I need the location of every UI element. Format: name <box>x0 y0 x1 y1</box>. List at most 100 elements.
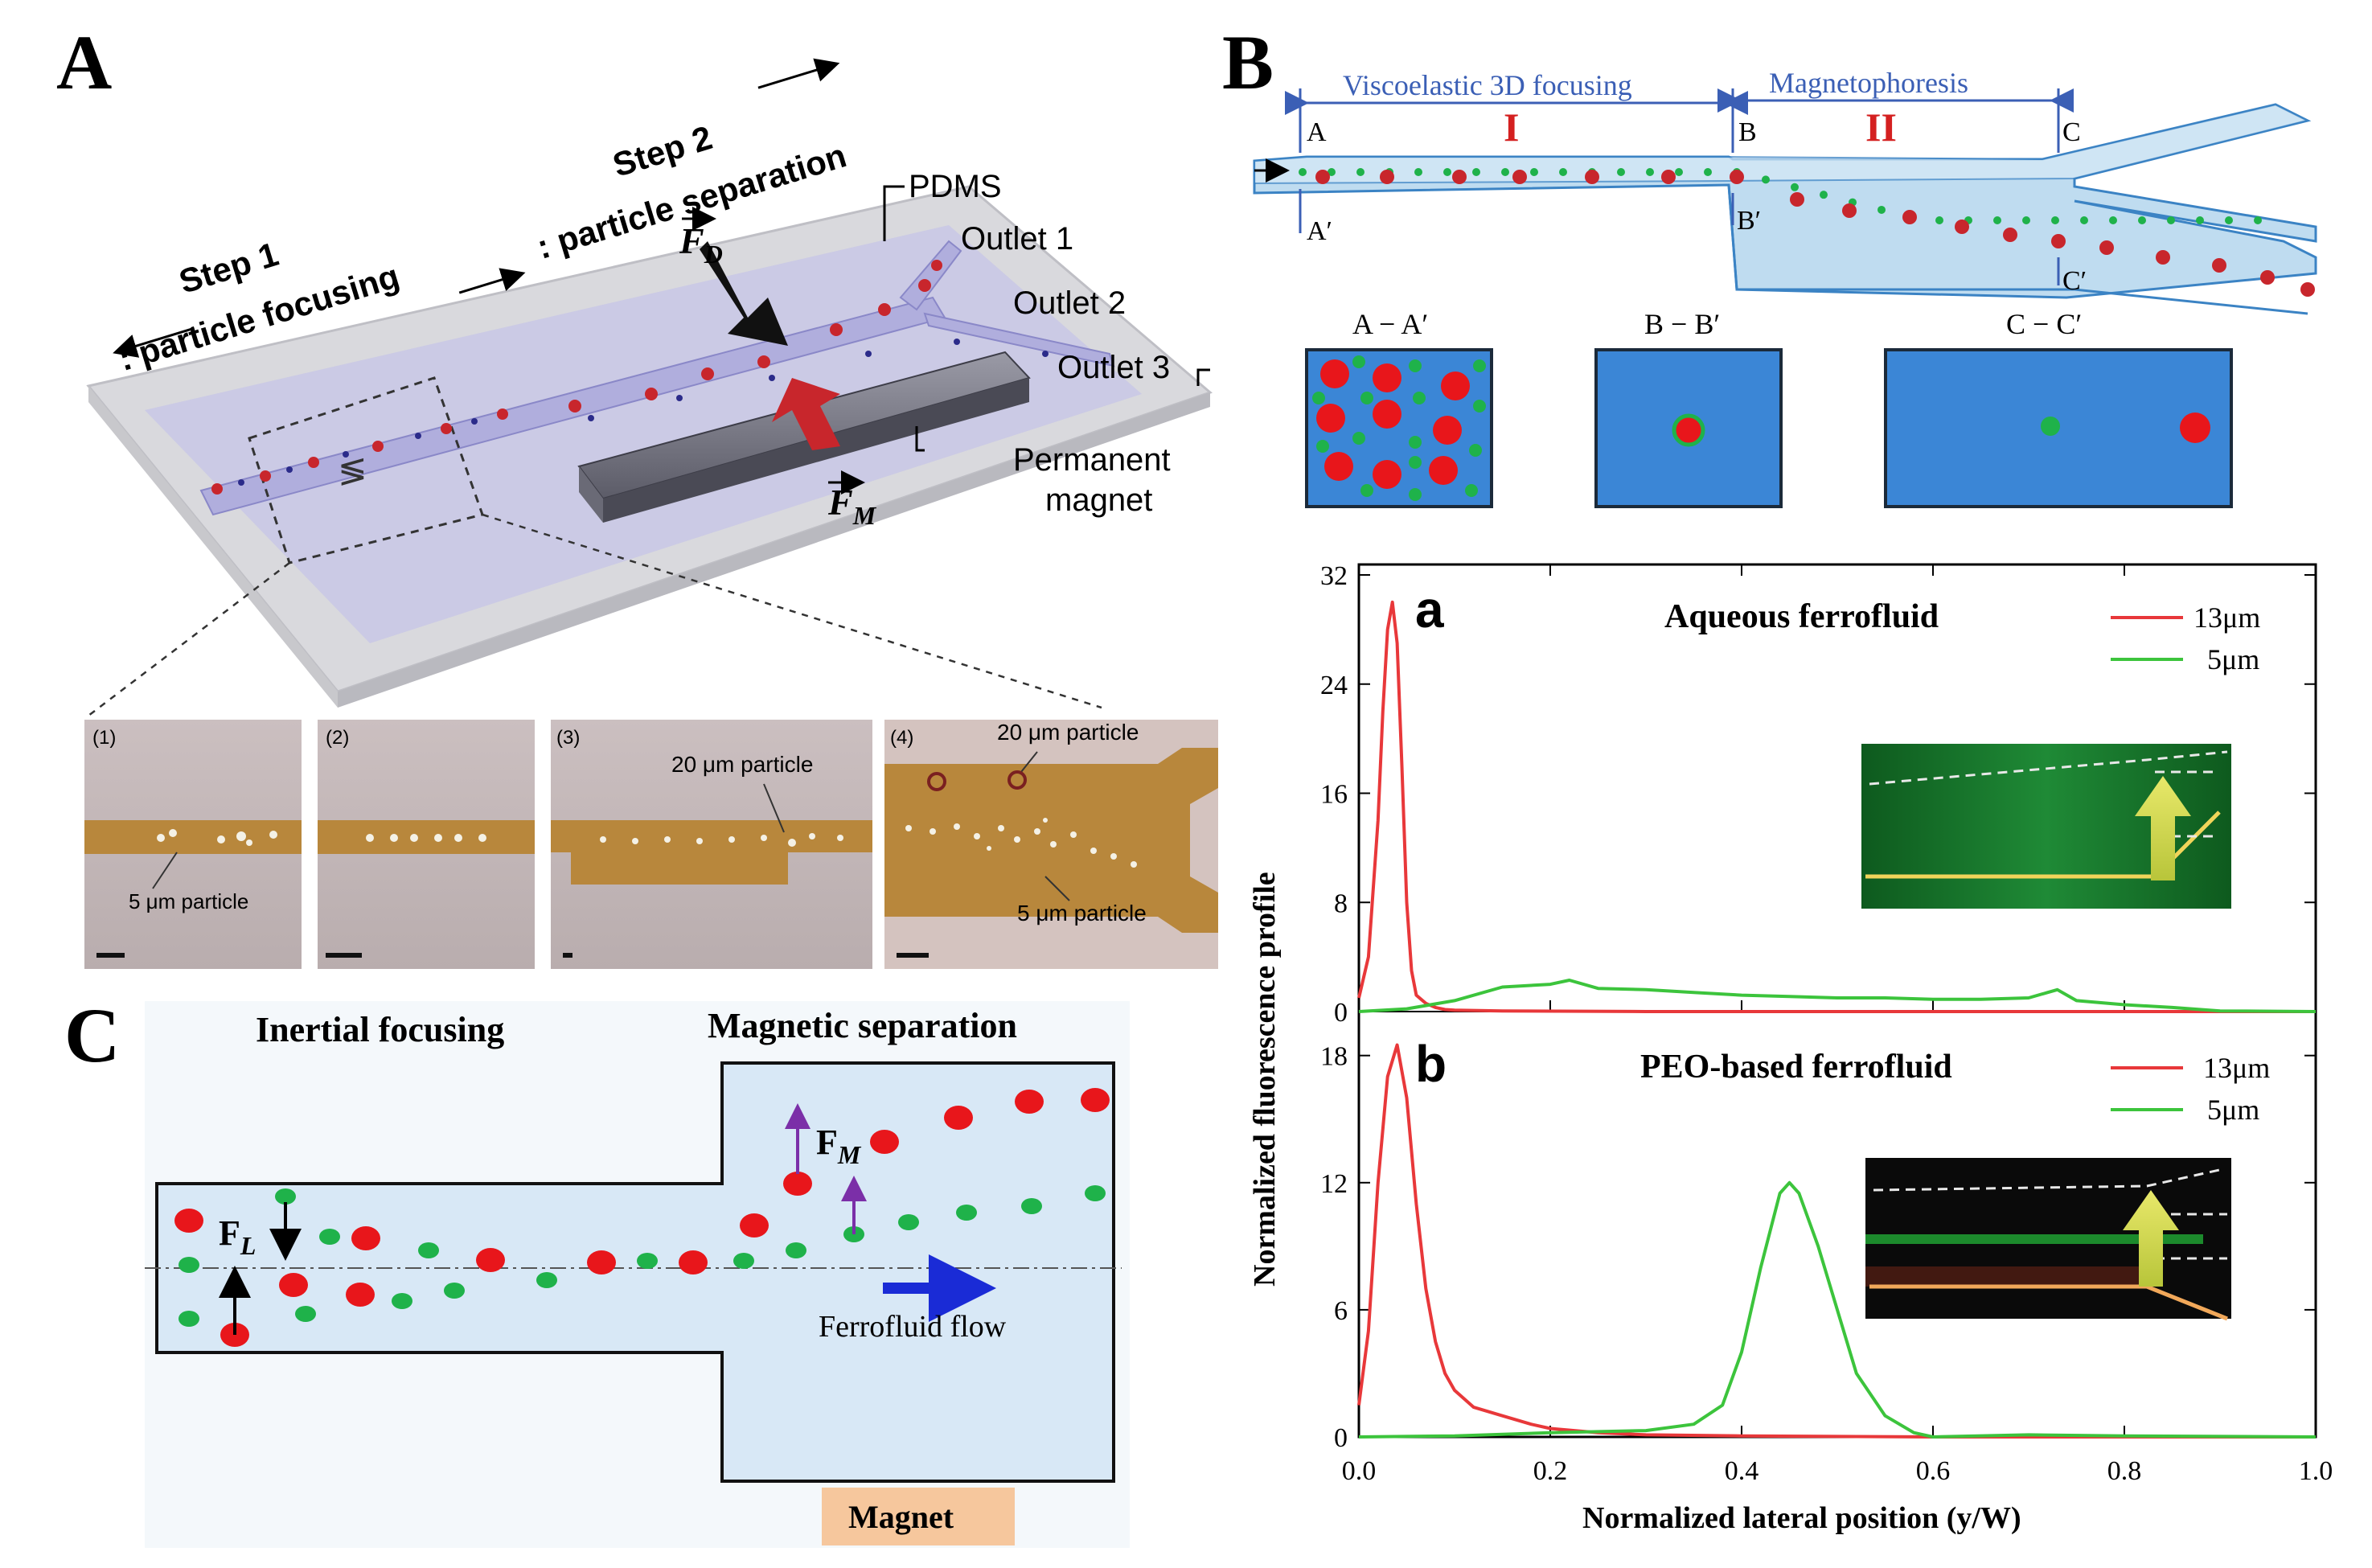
y-tick-label: 16 <box>1320 780 1348 810</box>
photo-2-particles <box>366 834 486 842</box>
green-particle <box>1443 168 1451 176</box>
red-particle <box>1373 460 1401 489</box>
red-particle <box>1661 170 1676 184</box>
y-tick-label: 24 <box>1320 671 1348 700</box>
photo-1-particles <box>157 829 277 846</box>
red-particle <box>645 388 658 400</box>
red-particle <box>757 355 770 368</box>
green-particle <box>536 1272 557 1288</box>
red-particle <box>878 303 891 316</box>
green-particle <box>1352 432 1365 445</box>
panel-b: B Viscoelastic 3D focusing Magnetophores… <box>1222 19 2333 1535</box>
step2-title: Step 2 <box>609 118 716 184</box>
green-particle <box>1646 168 1654 176</box>
point-a2-label: A′ <box>1307 216 1332 246</box>
scale-bar <box>326 953 362 958</box>
green-particle <box>319 1229 340 1245</box>
chart-a-title: Aqueous ferrofluid <box>1664 598 1939 635</box>
series-line-13μm <box>1357 600 2316 1013</box>
red-particle <box>783 1172 812 1196</box>
inset-aqueous <box>1861 744 2231 909</box>
outlet-3-channel <box>923 312 1115 367</box>
green-particle <box>1328 168 1336 176</box>
large-particle-ring <box>927 772 946 791</box>
photo-1-channel <box>84 820 302 854</box>
photo-4-leader-1 <box>1020 751 1038 773</box>
lift-force-label: FL <box>219 1213 256 1260</box>
red-particle <box>944 1106 973 1130</box>
chart-lines <box>1357 600 2317 1439</box>
green-particle <box>1617 168 1625 176</box>
red-particle <box>2156 250 2170 265</box>
inset-peo <box>1865 1158 2231 1321</box>
red-particle <box>260 470 271 482</box>
red-particle <box>1842 203 1857 218</box>
green-particle <box>1935 216 1943 224</box>
green-particle <box>179 1311 199 1327</box>
y-tick-label: 0 <box>1334 1423 1348 1453</box>
red-particle <box>1585 170 1599 184</box>
red-particle <box>1324 452 1353 481</box>
y-tick-label: 0 <box>1334 998 1348 1028</box>
photo-3-label: 20 μm particle <box>671 752 813 777</box>
red-particle <box>568 400 581 413</box>
magnetic-force-arrow <box>772 378 840 450</box>
green-particle <box>786 1242 806 1258</box>
permanent-magnet-side <box>603 378 1029 523</box>
red-particle <box>701 367 714 380</box>
photo-3-tag: (3) <box>556 727 580 749</box>
chip-edge <box>88 386 338 708</box>
red-particle <box>441 423 452 434</box>
red-particle <box>1316 404 1345 433</box>
red-particle <box>351 1226 380 1250</box>
chart-a-tag: a <box>1415 581 1444 638</box>
green-particle <box>2138 216 2146 224</box>
blue-particle <box>676 395 683 401</box>
green-particle <box>1704 168 1712 176</box>
photo-3-particles <box>600 833 843 847</box>
point-b2-label: B′ <box>1737 206 1761 236</box>
panel-c: C Inertial focusing Magnetic separation … <box>64 992 1130 1548</box>
red-particle <box>2099 240 2114 255</box>
green-particle <box>1472 168 1480 176</box>
green-particle <box>418 1242 439 1258</box>
large-particle-ring <box>1007 770 1027 790</box>
photo-1-label: 5 μm particle <box>129 889 248 913</box>
small-particle <box>2041 417 2060 436</box>
red-particle <box>1512 170 1527 184</box>
zoom-line-left <box>88 562 290 716</box>
photo-2-tag: (2) <box>326 727 349 749</box>
green-particle <box>1360 484 1373 497</box>
legend-b-5um: 5μm <box>2207 1094 2259 1126</box>
magnetic-force-label: FM <box>816 1123 862 1169</box>
red-particle <box>918 279 931 292</box>
cross-section-a-particles <box>1312 355 1486 501</box>
green-particle <box>898 1214 919 1230</box>
chip-particles <box>211 260 1049 495</box>
green-particle <box>1316 440 1329 453</box>
red-particle <box>372 441 384 452</box>
green-particle <box>1993 216 2001 224</box>
step2-arrow <box>757 58 840 89</box>
scale-bar <box>897 953 929 958</box>
inset-peo-dashline <box>1873 1168 2220 1192</box>
panel-c-letter: C <box>64 992 120 1078</box>
zigzag-icon: ≶ <box>338 451 367 491</box>
green-particle <box>1299 168 1307 176</box>
legend-a-5um: 5μm <box>2207 643 2259 675</box>
green-particle <box>1085 1185 1106 1201</box>
green-particle <box>1559 168 1567 176</box>
magnet-leader <box>915 426 925 452</box>
inertial-focusing-title: Inertial focusing <box>256 1010 504 1049</box>
green-particle <box>1473 359 1486 372</box>
red-particle <box>174 1209 203 1233</box>
green-particle <box>1312 392 1325 404</box>
outlet-3-label: Outlet 3 <box>1057 350 1170 385</box>
x-tick-label: 0.0 <box>1342 1456 1377 1486</box>
step1-arrow <box>113 326 195 358</box>
green-particle <box>2167 216 2175 224</box>
panel-b-letter: B <box>1222 19 1274 105</box>
green-particle <box>1021 1198 1042 1214</box>
blue-particle <box>769 375 775 381</box>
